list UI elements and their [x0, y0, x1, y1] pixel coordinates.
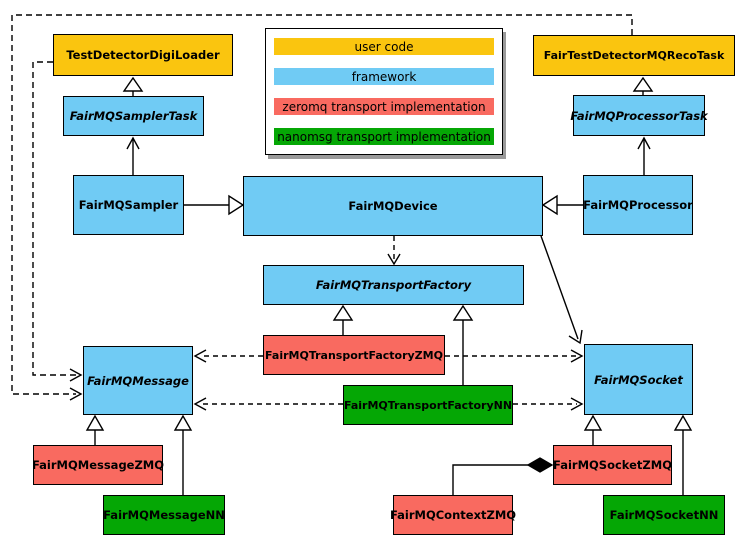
class-box-fairmqsampler: FairMQSampler: [73, 175, 184, 235]
class-box-fairmqtransportfactory: FairMQTransportFactory: [263, 265, 524, 305]
association-arrow-processor-to-processortask: [637, 136, 651, 175]
dependency-digiloader-to-message: [32, 61, 83, 382]
class-box-fairmqmessage: FairMQMessage: [83, 346, 193, 415]
inheritance-arrow-socketnn-to-socket: [673, 414, 693, 495]
class-box-fairmqsocketzmq: FairMQSocketZMQ: [553, 445, 672, 485]
inheritance-arrow-socketzmq-to-socket: [583, 414, 603, 445]
association-arrow-device-to-socket: [540, 235, 583, 345]
class-box-fairmqdevice: FairMQDevice: [243, 176, 543, 236]
legend: user code framework zeromq transport imp…: [265, 28, 503, 155]
class-box-fairmqsamplertask: FairMQSamplerTask: [63, 96, 204, 136]
class-box-fairtestdetectormqrecotask: FairTestDetectorMQRecoTask: [533, 35, 735, 76]
legend-item-framework: framework: [274, 68, 494, 85]
association-arrow-sampler-to-samplertask: [126, 136, 140, 175]
inheritance-arrow-tfzmq-to-factory: [332, 304, 354, 335]
legend-item-nanomsg: nanomsg transport implementation: [274, 128, 494, 145]
inheritance-arrow-tfnn-to-factory: [452, 304, 474, 385]
inheritance-arrow-processortask-recotask: [632, 76, 654, 95]
class-box-fairmqsocketnn: FairMQSocketNN: [603, 495, 725, 535]
composition-context-to-socketzmq: [452, 457, 554, 495]
class-box-fairmqmessagenn: FairMQMessageNN: [103, 495, 225, 535]
inheritance-arrow-samplertask-digiloader: [122, 76, 144, 96]
inheritance-arrow-processor-to-device: [541, 194, 583, 216]
class-box-fairmqprocessortask: FairMQProcessorTask: [570, 95, 708, 136]
dependency-tfnn-to-socket: [513, 397, 584, 411]
dependency-tfzmq-to-message: [193, 349, 263, 363]
class-box-fairmqmessagezmq: FairMQMessageZMQ: [32, 445, 164, 485]
class-box-fairmqtransportfactorynn: FairMQTransportFactoryNN: [343, 385, 513, 425]
inheritance-arrow-sampler-to-device: [184, 194, 245, 216]
dependency-recotask-to-message: [11, 14, 633, 401]
class-box-fairmqtransportfactoryzmq: FairMQTransportFactoryZMQ: [263, 335, 445, 375]
dependency-device-to-transportfactory: [387, 236, 401, 266]
class-box-testdetectordigiloader: TestDetectorDigiLoader: [53, 34, 233, 76]
inheritance-arrow-messagenn-to-message: [173, 414, 193, 495]
class-box-fairmqprocessor: FairMQProcessor: [583, 175, 693, 235]
class-box-fairmqsocket: FairMQSocket: [584, 344, 693, 415]
class-box-fairmqcontextzmq: FairMQContextZMQ: [390, 495, 516, 535]
dependency-tfnn-to-message: [193, 397, 343, 411]
legend-item-zeromq: zeromq transport implementation: [274, 98, 494, 115]
dependency-tfzmq-to-socket: [445, 349, 584, 363]
legend-item-user-code: user code: [274, 38, 494, 55]
inheritance-arrow-messagezmq-to-message: [85, 414, 105, 445]
